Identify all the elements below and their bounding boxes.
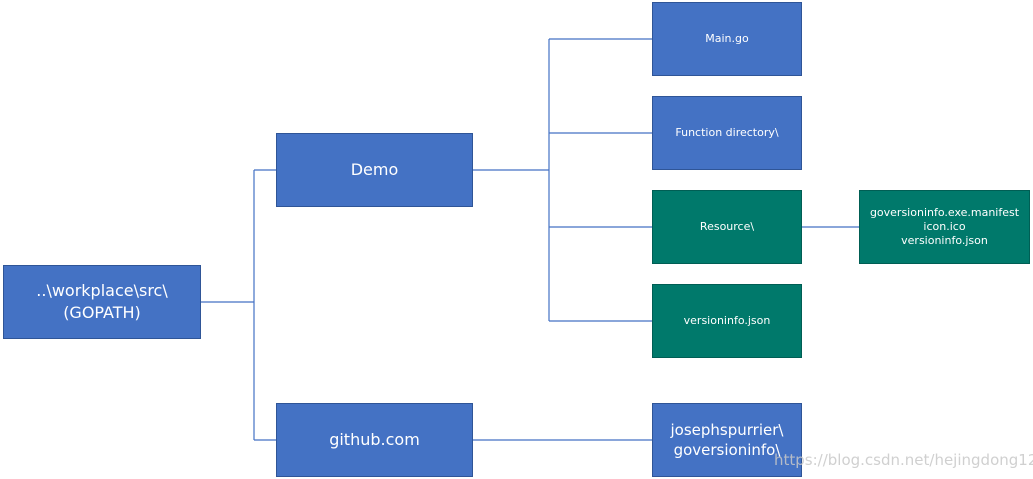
resource-node: Resource\ [652, 190, 802, 264]
main-go-node: Main.go [652, 2, 802, 76]
root-node-label: ..\workplace\src\ (GOPATH) [36, 281, 168, 322]
demo-node: Demo [276, 133, 473, 207]
versioninfo-json-label: versioninfo.json [683, 313, 771, 327]
github-node: github.com [276, 403, 473, 477]
resource-label: Resource\ [699, 219, 755, 233]
josephspurrier-goversioninfo-node: josephspurrier\ goversioninfo\ [652, 403, 802, 477]
function-directory-node: Function directory\ [652, 96, 802, 170]
josephspurrier-goversioninfo-label: josephspurrier\ goversioninfo\ [670, 420, 784, 459]
versioninfo-json-node: versioninfo.json [652, 284, 802, 358]
resource-files-label: goversioninfo.exe.manifest icon.ico vers… [869, 205, 1020, 248]
function-directory-label: Function directory\ [675, 125, 779, 139]
watermark-text: https://blog.csdn.net/hejingdong123 [774, 451, 1033, 469]
github-node-label: github.com [329, 430, 420, 450]
root-node-gopath: ..\workplace\src\ (GOPATH) [3, 265, 201, 339]
main-go-label: Main.go [705, 31, 749, 45]
demo-node-label: Demo [350, 160, 399, 180]
resource-files-node: goversioninfo.exe.manifest icon.ico vers… [859, 190, 1030, 264]
